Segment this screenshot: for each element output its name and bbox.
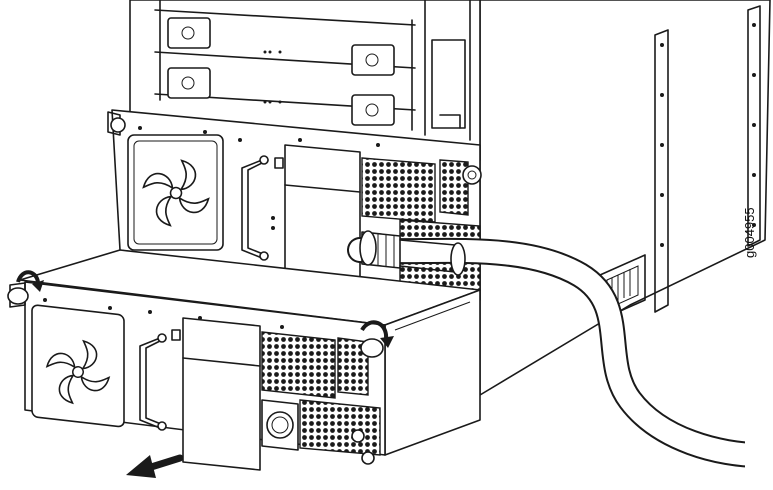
fan-icon bbox=[136, 153, 216, 233]
handle-icon bbox=[241, 155, 269, 261]
rotate-arrow-right-icon bbox=[360, 320, 394, 348]
power-cable bbox=[347, 230, 773, 475]
router-chassis bbox=[129, 0, 771, 396]
rotate-arrow-left-icon bbox=[16, 270, 44, 292]
fan-icon bbox=[40, 334, 116, 410]
handle-icon bbox=[139, 333, 167, 431]
figure-id-label: g004955 bbox=[742, 207, 757, 258]
pull-direction-arrow-icon bbox=[126, 454, 184, 478]
card-ejector-latches bbox=[167, 17, 395, 126]
power-supply-being-removed bbox=[7, 249, 481, 471]
